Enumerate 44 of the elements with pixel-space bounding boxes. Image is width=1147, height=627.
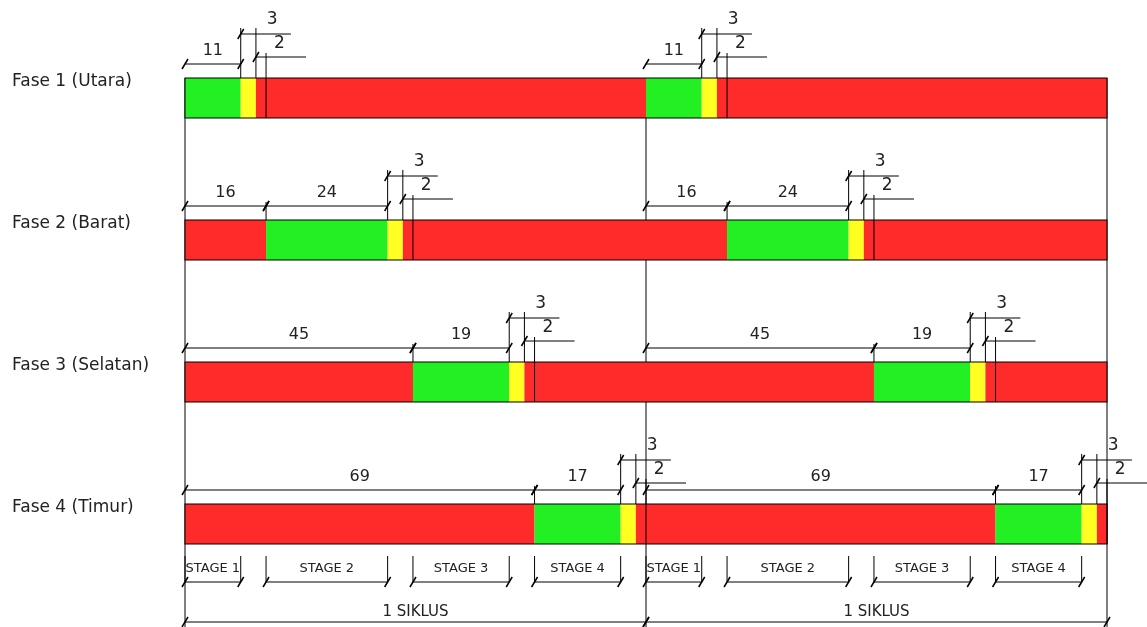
- dimension-value: 2: [1114, 460, 1126, 477]
- dimension-value: 2: [542, 318, 554, 335]
- dimension-value: 24: [777, 184, 798, 200]
- dimension-value: 17: [1028, 468, 1049, 484]
- dimension-value: 19: [450, 326, 472, 342]
- dimension-value: 2: [653, 460, 665, 477]
- dimension-value: 3: [996, 294, 1008, 311]
- phase-label: Fase 4 (Timur): [12, 498, 134, 515]
- stage-label: STAGE 1: [185, 561, 241, 574]
- dimension-value: 3: [413, 152, 425, 169]
- dimension-value: 19: [911, 326, 933, 342]
- dimension-value: 3: [266, 10, 278, 27]
- dimension-value: 17: [567, 468, 588, 484]
- dimension-value: 3: [1107, 436, 1119, 453]
- dimension-value: 2: [1003, 318, 1015, 335]
- phase-label: Fase 1 (Utara): [12, 72, 132, 89]
- stage-label: STAGE 3: [433, 561, 489, 574]
- cycle-label: 1 SIKLUS: [843, 604, 910, 619]
- dimension-value: 2: [273, 34, 285, 51]
- phase-label: Fase 2 (Barat): [12, 214, 131, 231]
- stage-label: STAGE 2: [299, 561, 355, 574]
- dimension-value: 45: [749, 326, 771, 342]
- dimension-value: 11: [202, 42, 224, 58]
- dimension-value: 2: [881, 176, 893, 193]
- dimension-value: 11: [663, 42, 685, 58]
- dimension-value: 2: [420, 176, 432, 193]
- dimension-value: 24: [316, 184, 337, 200]
- dimension-value: 16: [215, 184, 236, 200]
- phase-label: Fase 3 (Selatan): [12, 356, 150, 373]
- dimension-value: 69: [810, 468, 831, 484]
- dimension-value: 2: [734, 34, 746, 51]
- stage-label: STAGE 2: [760, 561, 816, 574]
- stage-label: STAGE 3: [894, 561, 950, 574]
- dimension-value: 3: [535, 294, 547, 311]
- dimension-value: 45: [288, 326, 310, 342]
- dimension-value: 69: [349, 468, 370, 484]
- dimension-value: 3: [874, 152, 886, 169]
- stage-label: STAGE 1: [646, 561, 702, 574]
- dimension-value: 3: [727, 10, 739, 27]
- dimension-value: 16: [676, 184, 697, 200]
- stage-label: STAGE 4: [1011, 561, 1066, 574]
- stage-label: STAGE 4: [550, 561, 605, 574]
- dimension-value: 3: [646, 436, 658, 453]
- cycle-label: 1 SIKLUS: [382, 604, 449, 619]
